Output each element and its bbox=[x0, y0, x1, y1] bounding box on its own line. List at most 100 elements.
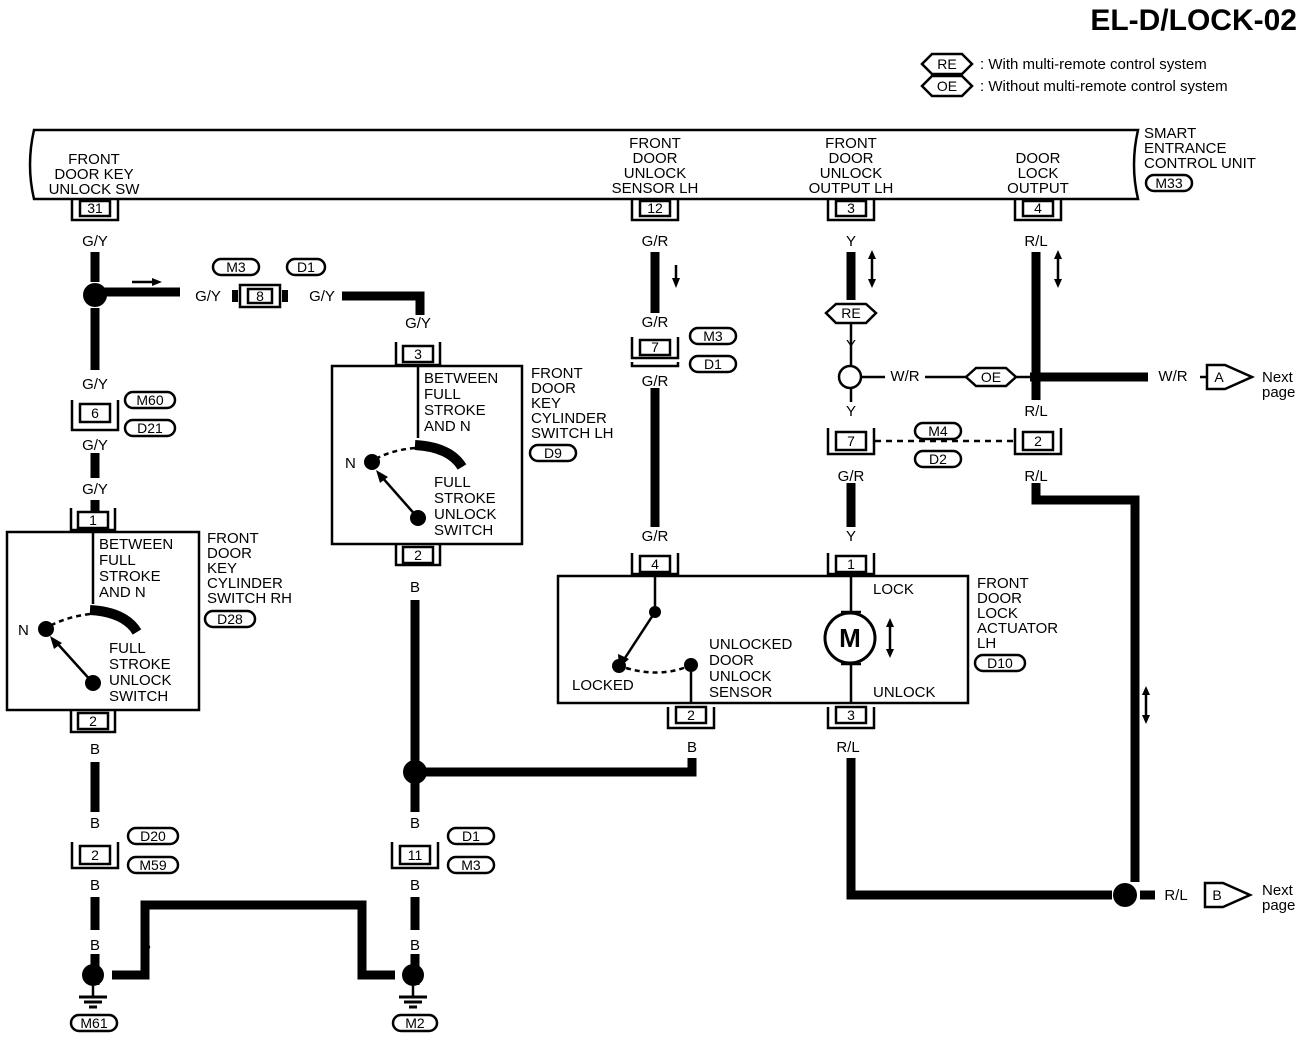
svg-text:OUTPUT LH: OUTPUT LH bbox=[809, 180, 894, 197]
svg-text:G/Y: G/Y bbox=[82, 233, 108, 250]
svg-text:Next: Next bbox=[1262, 369, 1294, 386]
port-31-label: FRONT DOOR KEY UNLOCK SW bbox=[49, 151, 141, 198]
svg-text:FRONT: FRONT bbox=[68, 151, 120, 168]
svg-text:1: 1 bbox=[847, 556, 855, 572]
svg-text:RE: RE bbox=[937, 56, 956, 72]
svg-text:8: 8 bbox=[256, 288, 264, 304]
svg-text:W/R: W/R bbox=[890, 368, 919, 385]
connector-7-y: 7 bbox=[826, 428, 876, 456]
svg-text:KEY: KEY bbox=[531, 395, 561, 412]
svg-text:LOCK: LOCK bbox=[977, 605, 1018, 622]
svg-text:7: 7 bbox=[651, 339, 659, 355]
svg-text:SWITCH LH: SWITCH LH bbox=[531, 425, 614, 442]
pin-31: 31 bbox=[70, 199, 120, 222]
svg-text:Y: Y bbox=[846, 337, 856, 354]
splice-rl bbox=[1113, 883, 1137, 907]
svg-text:FRONT: FRONT bbox=[207, 530, 259, 547]
svg-text:UNLOCK: UNLOCK bbox=[820, 165, 883, 182]
svg-text:FRONT: FRONT bbox=[629, 135, 681, 152]
svg-text:STROKE: STROKE bbox=[109, 656, 171, 673]
svg-text:AND N: AND N bbox=[424, 418, 471, 435]
wires bbox=[90, 252, 1155, 985]
svg-text:G/Y: G/Y bbox=[82, 376, 108, 393]
svg-text:FULL: FULL bbox=[424, 386, 461, 403]
svg-text:G/Y: G/Y bbox=[309, 288, 335, 305]
ground-m2: M2 bbox=[391, 986, 439, 1033]
svg-text:LOCKED: LOCKED bbox=[572, 677, 634, 694]
legend-re-tag: RE bbox=[920, 52, 974, 76]
unit-name-3: CONTROL UNIT bbox=[1144, 155, 1256, 172]
svg-text:SWITCH: SWITCH bbox=[109, 688, 168, 705]
connector-7-gr: 7 M3 D1 bbox=[630, 326, 738, 374]
svg-text:M3: M3 bbox=[703, 328, 723, 344]
svg-text:OE: OE bbox=[937, 78, 957, 94]
thin-wires bbox=[849, 323, 1210, 443]
svg-text:M: M bbox=[839, 623, 861, 653]
key-cylinder-switch-lh: 3 N BETWEEN FULL STROKE AND N FULL STROK… bbox=[330, 342, 614, 567]
svg-text:M3: M3 bbox=[461, 857, 481, 873]
svg-text:R/L: R/L bbox=[1024, 233, 1047, 250]
svg-text:D20: D20 bbox=[140, 828, 166, 844]
unit-name-2: ENTRANCE bbox=[1144, 140, 1227, 157]
svg-text:B: B bbox=[357, 937, 367, 954]
svg-text:M3: M3 bbox=[226, 259, 246, 275]
connector-6: 6 M60 D21 bbox=[70, 390, 177, 438]
svg-text:B: B bbox=[410, 815, 420, 832]
svg-text:4: 4 bbox=[1034, 200, 1042, 216]
pin-12: 12 bbox=[630, 199, 680, 222]
svg-text:STROKE: STROKE bbox=[424, 402, 486, 419]
svg-text:D1: D1 bbox=[462, 828, 480, 844]
svg-text:M4: M4 bbox=[928, 423, 948, 439]
svg-text:3: 3 bbox=[847, 707, 855, 723]
unit-connector-badge bbox=[1144, 173, 1194, 193]
legend-re-text: : With multi-remote control system bbox=[980, 56, 1207, 73]
svg-text:CYLINDER: CYLINDER bbox=[207, 575, 283, 592]
svg-text:DOOR: DOOR bbox=[1016, 150, 1061, 167]
splice-b-mid bbox=[403, 760, 427, 784]
svg-text:LOCK: LOCK bbox=[873, 581, 914, 598]
svg-text:DOOR: DOOR bbox=[829, 150, 874, 167]
svg-text:page: page bbox=[1262, 897, 1295, 914]
svg-text:FULL: FULL bbox=[99, 552, 136, 569]
connector-8: 8 M3 D1 bbox=[211, 257, 327, 309]
svg-text:B: B bbox=[1212, 887, 1221, 903]
svg-text:2: 2 bbox=[91, 847, 99, 863]
svg-text:SENSOR: SENSOR bbox=[709, 684, 773, 701]
legend-oe-text: : Without multi-remote control system bbox=[980, 78, 1228, 95]
svg-text:D28: D28 bbox=[217, 611, 243, 627]
svg-text:12: 12 bbox=[647, 200, 663, 216]
svg-text:B: B bbox=[90, 937, 100, 954]
svg-text:R/L: R/L bbox=[1024, 468, 1047, 485]
svg-text:B: B bbox=[90, 741, 100, 758]
svg-text:SWITCH: SWITCH bbox=[434, 522, 493, 539]
svg-text:7: 7 bbox=[847, 433, 855, 449]
svg-text:6: 6 bbox=[91, 405, 99, 421]
svg-text:G/Y: G/Y bbox=[405, 315, 431, 332]
svg-text:M59: M59 bbox=[139, 857, 166, 873]
svg-text:UNLOCK: UNLOCK bbox=[709, 668, 772, 685]
svg-text:CYLINDER: CYLINDER bbox=[531, 410, 607, 427]
connector-2-rl: 2 bbox=[1013, 428, 1063, 456]
port-12-label: FRONT DOOR UNLOCK SENSOR LH bbox=[612, 135, 699, 197]
port-4-label: DOOR LOCK OUTPUT bbox=[1007, 150, 1069, 197]
svg-text:Y: Y bbox=[846, 403, 856, 420]
svg-text:B: B bbox=[410, 937, 420, 954]
svg-text:ACTUATOR: ACTUATOR bbox=[977, 620, 1058, 637]
svg-text:3: 3 bbox=[847, 200, 855, 216]
door-lock-actuator-lh: 4 1 LOCKED UNLOCKED DOOR UNLOCK SENSOR M… bbox=[556, 553, 1058, 730]
svg-text:11: 11 bbox=[408, 847, 423, 863]
legend-oe-tag: OE bbox=[920, 74, 974, 98]
legend: RE : With multi-remote control system OE… bbox=[920, 52, 1228, 98]
smart-entrance-control-unit: SMART ENTRANCE CONTROL UNIT M33 FRONT DO… bbox=[28, 125, 1256, 201]
svg-text:UNLOCK: UNLOCK bbox=[624, 165, 687, 182]
svg-text:2: 2 bbox=[89, 713, 97, 729]
svg-text:G/Y: G/Y bbox=[82, 481, 108, 498]
splice-ground-right bbox=[402, 964, 424, 986]
port-3-label: FRONT DOOR UNLOCK OUTPUT LH bbox=[809, 135, 894, 197]
svg-text:G/R: G/R bbox=[642, 373, 669, 390]
svg-text:G/R: G/R bbox=[642, 233, 669, 250]
splice-ground-left bbox=[82, 964, 104, 986]
svg-text:D9: D9 bbox=[544, 445, 562, 461]
svg-text:DOOR KEY: DOOR KEY bbox=[54, 166, 133, 183]
